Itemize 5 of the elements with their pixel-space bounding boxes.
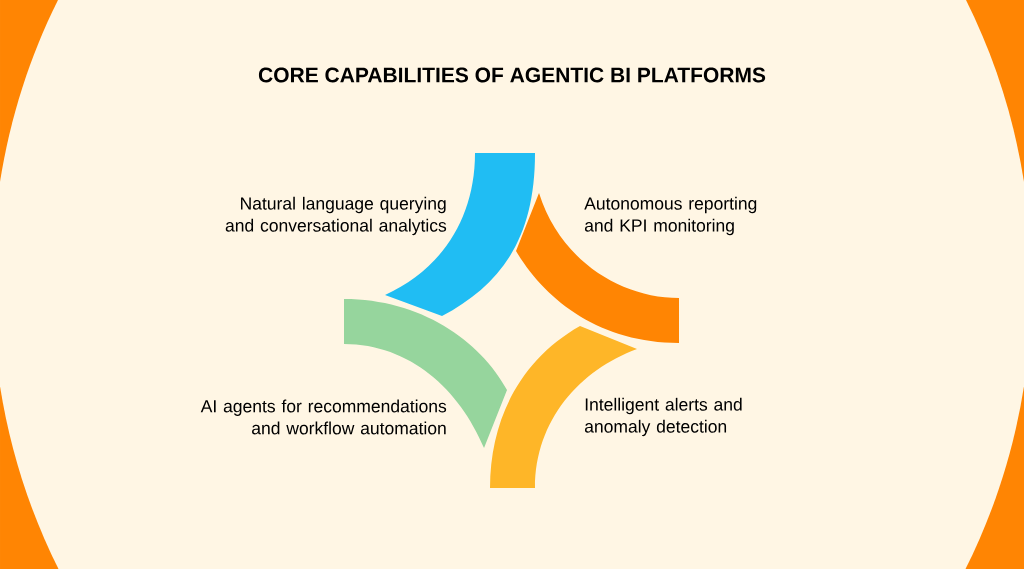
capability-text: Natural language querying and conversational analytics bbox=[225, 196, 447, 236]
capability-text: Intelligent alerts and anomaly detection bbox=[584, 397, 742, 437]
capability-text: AI agents for recommendations and workflow automation bbox=[200, 399, 447, 435]
title: CORE CAPABILITIES OF AGENTIC BI PLATFORMS bbox=[258, 67, 766, 83]
capability-text: Autonomous reporting and KPI monitoring bbox=[584, 196, 757, 236]
